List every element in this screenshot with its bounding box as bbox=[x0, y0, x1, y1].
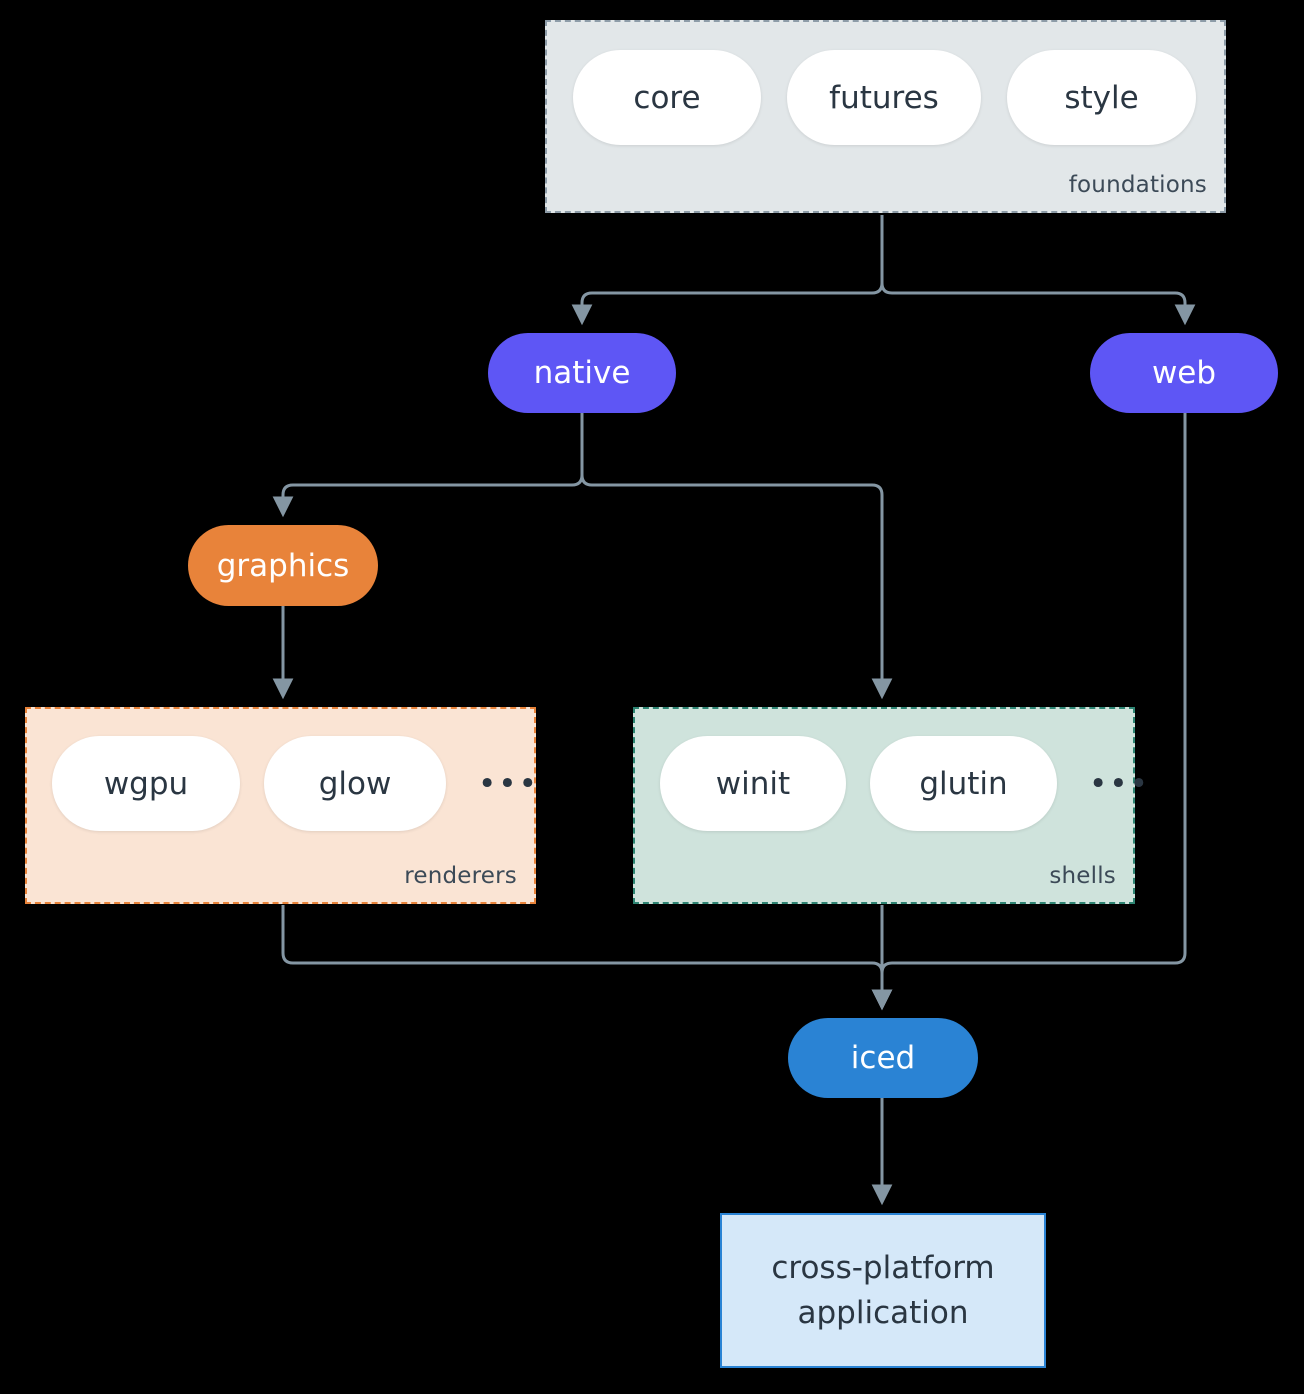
pill-core[interactable]: core bbox=[573, 50, 761, 145]
group-label-shells: shells bbox=[1049, 863, 1116, 889]
edge-native-to-graphics bbox=[272, 413, 584, 518]
pill-glow[interactable]: glow bbox=[264, 736, 446, 831]
edge-foundations-to-native bbox=[571, 215, 884, 326]
edge-renderers-to-iced bbox=[281, 905, 893, 1011]
node-native[interactable]: native bbox=[488, 333, 676, 413]
node-cross-platform-application[interactable]: cross-platform application bbox=[720, 1213, 1046, 1368]
shells-pill-row: winit glutin ••• bbox=[660, 736, 1158, 831]
pill-glutin[interactable]: glutin bbox=[870, 736, 1057, 831]
application-line-2: application bbox=[797, 1294, 969, 1331]
pill-futures[interactable]: futures bbox=[787, 50, 981, 145]
group-label-foundations: foundations bbox=[1068, 172, 1207, 198]
pill-style[interactable]: style bbox=[1007, 50, 1196, 145]
edge-foundations-to-web bbox=[880, 215, 1196, 326]
edge-native-to-shells bbox=[580, 413, 893, 700]
node-graphics[interactable]: graphics bbox=[188, 525, 378, 606]
node-iced[interactable]: iced bbox=[788, 1018, 978, 1098]
group-shells: winit glutin ••• shells bbox=[633, 707, 1148, 904]
foundations-pill-row: core futures style bbox=[573, 50, 1196, 145]
group-foundations: core futures style foundations bbox=[545, 20, 1226, 213]
group-label-renderers: renderers bbox=[404, 863, 517, 889]
node-web[interactable]: web bbox=[1090, 333, 1278, 413]
application-line-1: cross-platform bbox=[771, 1249, 995, 1286]
renderers-more-ellipsis: ••• bbox=[478, 765, 539, 802]
renderers-pill-row: wgpu glow ••• bbox=[52, 736, 547, 831]
pill-winit[interactable]: winit bbox=[660, 736, 846, 831]
shells-more-ellipsis: ••• bbox=[1089, 765, 1150, 802]
pill-wgpu[interactable]: wgpu bbox=[52, 736, 240, 831]
group-renderers: wgpu glow ••• renderers bbox=[25, 707, 537, 904]
